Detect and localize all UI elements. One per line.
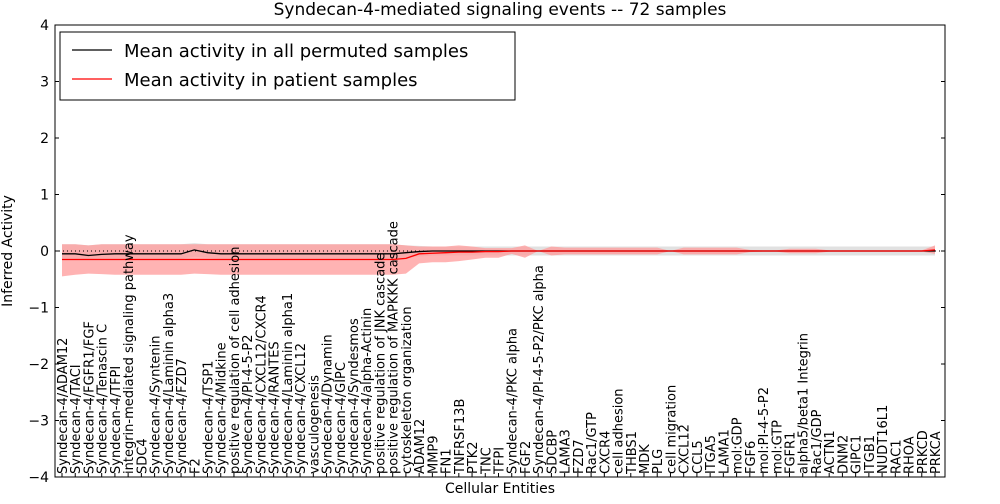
x-tick-label: RHOA xyxy=(903,436,918,474)
x-tick-label: THBS1 xyxy=(625,431,640,475)
x-tick-label: cell adhesion xyxy=(612,388,627,474)
x-tick-label: Syndecan-4/PKC alpha xyxy=(506,328,521,474)
x-tick-label: FGF2 xyxy=(519,441,534,474)
x-tick-label: alpha5/beta1 Integrin xyxy=(797,333,812,474)
x-tick-label: Syndecan-4/RANTES xyxy=(268,341,283,474)
x-tick-label: mol:GDP xyxy=(731,417,746,474)
x-tick-label: Rac1/GDP xyxy=(810,409,825,474)
x-tick-label: Syndecan-4/TSP1 xyxy=(202,361,217,474)
x-tick-label: TFPI xyxy=(493,447,508,475)
y-tick-label: 0 xyxy=(40,244,49,260)
x-tick-label: CXCL12 xyxy=(678,424,693,474)
x-tick-label: Syndecan-4/TACI xyxy=(69,364,84,474)
x-tick-label: integrin-mediated signaling pathway xyxy=(122,234,137,474)
y-tick-label: −1 xyxy=(28,301,49,317)
x-tick-label: Syndecan-4/Laminin alpha1 xyxy=(281,293,296,474)
x-tick-label: cell migration xyxy=(664,385,679,474)
x-tick-label: positive regulation of JNK cascade xyxy=(373,253,388,474)
x-tick-label: Syndecan-4/Midkine xyxy=(215,342,230,474)
x-tick-label: ACTN1 xyxy=(823,430,838,474)
x-tick-label: cytoskeleton organization xyxy=(400,306,415,474)
x-tick-label: FZD7 xyxy=(572,439,587,474)
x-tick-label: LAMA3 xyxy=(559,429,574,474)
x-tick-label: Syndecan-4/Syntenin xyxy=(149,336,164,475)
x-tick-label: Syndecan-4/Syndesmos xyxy=(347,318,362,474)
x-tick-label: Syndecan-4/CXCL12/CXCR4 xyxy=(254,295,269,474)
x-tick-label: LAMA1 xyxy=(717,429,732,474)
chart-title: Syndecan-4-mediated signaling events -- … xyxy=(274,0,727,20)
x-tick-label: PLG xyxy=(651,449,666,474)
y-tick-label: 3 xyxy=(40,75,49,91)
x-tick-label: TNFRSF13B xyxy=(453,399,468,475)
x-tick-label: ADAM12 xyxy=(413,419,428,474)
x-tick-label: FN1 xyxy=(440,449,455,474)
x-tick-label: RAC1 xyxy=(889,439,904,474)
x-tick-label: ITGA5 xyxy=(704,435,719,474)
legend-box xyxy=(59,31,516,101)
y-tick-label: 4 xyxy=(40,18,49,34)
x-tick-label: positive regulation of cell adhesion xyxy=(228,247,243,474)
x-tick-label: Syndecan-4/PI-4-5-P2/PKC alpha xyxy=(532,265,547,474)
x-tick-label: F2 xyxy=(188,458,203,474)
y-tick-label: −4 xyxy=(28,470,49,486)
x-tick-label: PTK2 xyxy=(466,441,481,474)
x-tick-label: MDK xyxy=(638,444,653,474)
x-tick-label: PRKCD xyxy=(916,430,931,474)
x-tick-label: TNC xyxy=(479,447,494,475)
x-tick-label: positive regulation of MAPKKK cascade xyxy=(387,221,402,474)
x-tick-label: SDC4 xyxy=(135,438,150,474)
legend-label-permuted: Mean activity in all permuted samples xyxy=(124,41,468,62)
x-tick-label: Syndecan-4/PI-4-5-P2 xyxy=(241,334,256,474)
plot-frame xyxy=(54,24,946,478)
patient-mean-line xyxy=(62,249,936,261)
x-tick-label: Syndecan-4/FZD7 xyxy=(175,358,190,474)
x-tick-label: Syndecan-4/Dynamin xyxy=(321,334,336,474)
x-tick-label: FGFR1 xyxy=(784,432,799,474)
x-tick-label: CCL5 xyxy=(691,440,706,474)
x-tick-label: SDCBP xyxy=(545,430,560,474)
legend-label-patient: Mean activity in patient samples xyxy=(124,70,418,91)
x-axis-label: Cellular Entities xyxy=(445,481,555,497)
x-tick-label: ITGB1 xyxy=(863,435,878,474)
x-tick-label: FGF6 xyxy=(744,441,759,474)
x-tick-label: MMP9 xyxy=(426,435,441,474)
x-tick-label: Syndecan-4/CXCL12 xyxy=(294,343,309,474)
x-tick-label: GIPC1 xyxy=(850,435,865,474)
x-tick-label: Syndecan-4/alpha-Actinin xyxy=(360,308,375,474)
y-axis-label: Inferred Activity xyxy=(0,195,16,307)
x-tick-label: mol:GTP xyxy=(770,420,785,474)
x-tick-label: Syndecan-4/FGFR1/FGF xyxy=(82,321,97,474)
x-tick-label: Syndecan-4/Tenascin C xyxy=(96,324,111,474)
x-tick-label: Syndecan-4/TFPI xyxy=(109,366,124,474)
x-tick-label: NUDT16L1 xyxy=(876,405,891,474)
y-tick-label: 1 xyxy=(40,188,49,204)
x-tick-label: PRKCA xyxy=(929,431,944,474)
x-tick-label: Rac1/GTP xyxy=(585,412,600,474)
x-tick-label: CXCR4 xyxy=(598,431,613,474)
x-tick-label: vasculogenesis xyxy=(307,375,322,474)
x-tick-label: Syndecan-4/GIPC xyxy=(334,362,349,474)
x-tick-label: Syndecan-4/Laminin alpha3 xyxy=(162,293,177,474)
legend: Mean activity in all permuted samples Me… xyxy=(59,31,516,101)
y-tick-label: −3 xyxy=(28,414,49,430)
y-tick-label: −2 xyxy=(28,357,49,373)
x-tick-label: Syndecan-4/ADAM12 xyxy=(56,338,71,474)
patient-band xyxy=(62,244,935,277)
x-tick-label: mol:PI-4-5-P2 xyxy=(757,387,772,474)
x-tick-label: DNM2 xyxy=(836,435,851,474)
y-tick-label: 2 xyxy=(40,131,49,147)
